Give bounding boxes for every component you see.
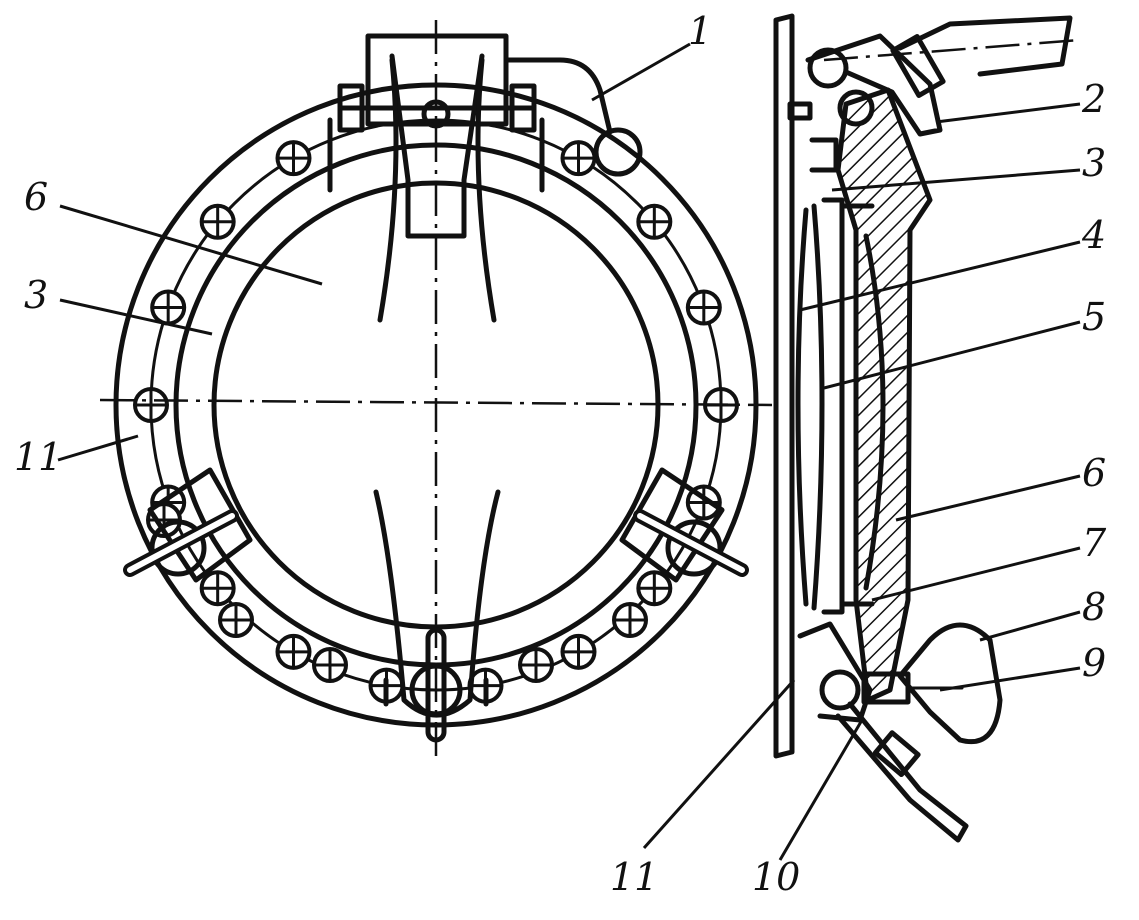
right-dog xyxy=(619,467,749,583)
bolts xyxy=(133,140,739,704)
bolt xyxy=(312,647,348,683)
front-view: 1 6 3 11 xyxy=(14,9,773,760)
bolt xyxy=(199,203,236,240)
bolt xyxy=(218,602,254,638)
callout-10: 10 xyxy=(752,855,800,899)
side-view: 2 3 4 5 6 7 8 9 11 10 xyxy=(610,13,1107,899)
bolt xyxy=(685,484,722,521)
bolt xyxy=(612,602,648,638)
callout-7: 7 xyxy=(1082,521,1107,565)
callout-6-front: 6 xyxy=(24,175,48,219)
bolt xyxy=(150,289,187,326)
callout-4: 4 xyxy=(1081,213,1106,257)
top-hinge xyxy=(327,33,643,323)
callout-9: 9 xyxy=(1082,641,1106,685)
bolt xyxy=(560,140,597,177)
left-dog xyxy=(123,467,253,583)
bolt xyxy=(199,570,236,607)
callout-11-side: 11 xyxy=(610,855,658,899)
bolt xyxy=(636,203,673,240)
callout-6-side: 6 xyxy=(1082,451,1106,495)
callout-3-front: 3 xyxy=(24,273,48,317)
hinge-ball-part-1 xyxy=(593,127,643,177)
bolt xyxy=(560,633,597,670)
bolt xyxy=(636,570,673,607)
callout-1: 1 xyxy=(688,9,712,53)
bottom-latch xyxy=(373,489,501,743)
bolt xyxy=(275,633,312,670)
bolt xyxy=(518,647,554,683)
callout-11-front: 11 xyxy=(14,435,62,479)
bolt xyxy=(133,387,169,423)
bolt xyxy=(685,289,722,326)
callout-5: 5 xyxy=(1082,295,1106,339)
callout-2: 2 xyxy=(1081,77,1106,121)
bolt xyxy=(275,140,312,177)
callout-8: 8 xyxy=(1082,585,1106,629)
callout-3-side: 3 xyxy=(1082,141,1106,185)
